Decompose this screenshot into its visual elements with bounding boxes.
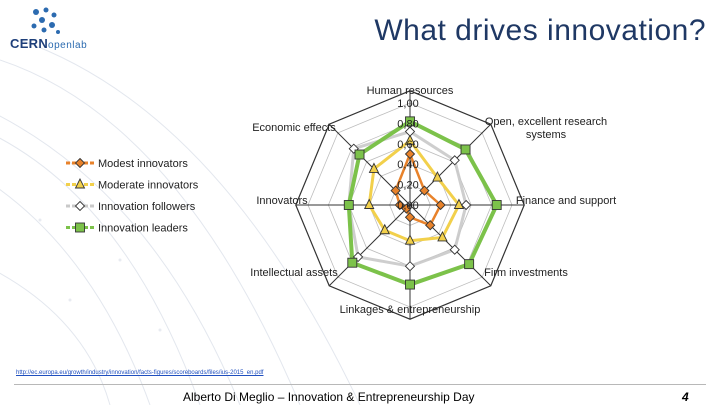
page-number: 4 <box>682 390 689 404</box>
axis-label-line: Innovators <box>256 195 308 207</box>
footer-divider <box>14 384 706 385</box>
marker-diamond <box>404 148 416 160</box>
tick-label: 1,00 <box>397 98 418 110</box>
legend-label: Innovation leaders <box>98 223 188 235</box>
marker-square <box>343 200 354 210</box>
marker-diamond-open <box>74 200 86 212</box>
marker-diamond-open <box>404 261 416 272</box>
axis-label-line: Human resources <box>367 85 454 97</box>
markers-innovation-leaders <box>343 116 502 290</box>
markers-moderate-innovators <box>363 134 465 245</box>
marker-square <box>460 144 471 155</box>
tick-label: 0,80 <box>397 118 418 130</box>
marker-square <box>464 259 475 270</box>
slide-title: What drives innovation? <box>374 14 706 47</box>
axis-label-line: Finance and support <box>516 195 616 207</box>
marker-diamond-open <box>460 199 472 211</box>
marker-square <box>405 279 415 290</box>
marker-diamond <box>435 199 446 211</box>
axis-label: Linkages & entrepreneurship <box>340 304 481 316</box>
cern-openlab-logo <box>31 7 60 34</box>
legend-label: Modest innovators <box>98 158 188 170</box>
marker-triangle <box>404 134 416 145</box>
tick-label: 0,00 <box>397 200 418 212</box>
marker-square <box>354 149 365 160</box>
marker-square <box>75 222 85 233</box>
axis-label: Economic effects <box>252 122 336 134</box>
tick-label: 0,40 <box>397 159 418 171</box>
marker-triangle <box>363 198 375 209</box>
marker-triangle <box>453 198 465 209</box>
axis-label-line: Economic effects <box>252 122 336 134</box>
marker-diamond <box>394 199 405 211</box>
marker-diamond <box>390 185 401 196</box>
axis-label-line: Intellectual assets <box>250 267 338 279</box>
legend-label: Innovation followers <box>98 201 196 213</box>
radar-spoke <box>409 204 492 287</box>
footer-text: Alberto Di Meglio – Innovation & Entrepr… <box>183 390 475 404</box>
marker-triangle <box>437 230 448 242</box>
marker-triangle <box>432 171 443 182</box>
logo-wordmark: CERNopenlab <box>10 36 87 51</box>
marker-diamond-open <box>404 126 416 137</box>
legend-label: Moderate innovators <box>98 180 199 192</box>
axis-label-line: Linkages & entrepreneurship <box>340 304 481 316</box>
marker-diamond <box>419 185 430 196</box>
logo-text: CERN <box>10 36 49 51</box>
logo-subtext: openlab <box>48 40 88 51</box>
tick-label: 0,60 <box>397 139 418 151</box>
marker-triangle <box>404 234 416 245</box>
source-link[interactable]: http://ec.europa.eu/growth/industry/inno… <box>16 370 264 376</box>
axis-label: Finance and support <box>516 195 616 207</box>
axis-label: Intellectual assets <box>250 267 338 279</box>
radar-spoke <box>328 204 411 287</box>
marker-square <box>347 257 358 268</box>
marker-square <box>491 200 502 210</box>
marker-diamond <box>404 212 416 223</box>
axis-label: Human resources <box>367 85 454 97</box>
marker-diamond <box>425 220 436 231</box>
axis-label-line: Open, excellent research <box>485 116 607 128</box>
axis-label: Firm investments <box>484 267 568 279</box>
marker-diamond <box>401 203 412 214</box>
tick-label: 0,20 <box>397 180 418 192</box>
axis-label: Innovators <box>256 195 308 207</box>
marker-diamond <box>74 157 86 169</box>
marker-diamond-open <box>449 244 460 255</box>
marker-triangle <box>379 223 390 235</box>
marker-square <box>405 116 415 127</box>
marker-diamond-open <box>449 155 460 166</box>
markers-modest-innovators <box>390 148 446 231</box>
marker-triangle <box>368 162 380 173</box>
marker-triangle <box>74 177 86 189</box>
axis-label-line: Firm investments <box>484 267 568 279</box>
axis-label-line: systems <box>526 129 567 141</box>
